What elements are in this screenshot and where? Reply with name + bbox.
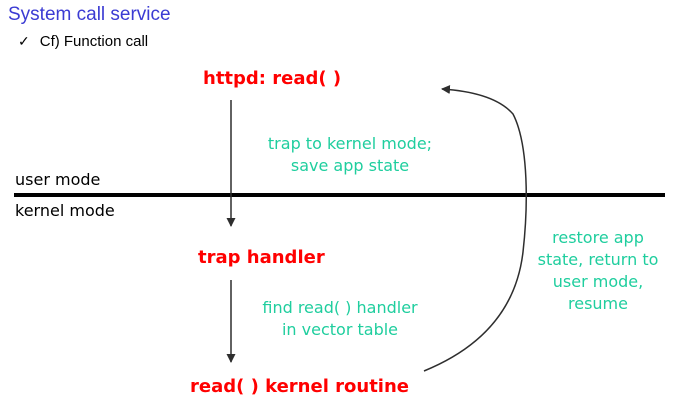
node-read-kernel-routine: read( ) kernel routine bbox=[190, 376, 409, 397]
user-mode-label: user mode bbox=[15, 170, 101, 189]
note-line: trap to kernel mode; bbox=[267, 134, 433, 153]
note-trap-to-kernel: trap to kernel mode; save app state bbox=[244, 133, 456, 177]
kernel-mode-label: kernel mode bbox=[15, 201, 115, 220]
checkmark-icon: ✓ bbox=[18, 33, 30, 49]
note-line: state, return to bbox=[537, 250, 659, 269]
bullet-item: ✓ Cf) Function call bbox=[18, 33, 148, 50]
note-restore-resume: restore app state, return to user mode, … bbox=[527, 227, 669, 315]
node-httpd-read: httpd: read( ) bbox=[203, 68, 342, 89]
note-line: find read( ) handler bbox=[262, 298, 418, 317]
note-line: in vector table bbox=[281, 320, 399, 339]
note-line: save app state bbox=[290, 156, 410, 175]
note-line: user mode, bbox=[552, 272, 644, 291]
note-line: resume bbox=[568, 294, 628, 313]
note-find-handler: find read( ) handler in vector table bbox=[234, 297, 446, 341]
node-trap-handler: trap handler bbox=[198, 247, 325, 268]
note-line: restore app bbox=[552, 228, 644, 247]
slide-title: System call service bbox=[8, 4, 171, 25]
bullet-label: Cf) Function call bbox=[39, 33, 149, 50]
mode-divider-line bbox=[14, 193, 665, 197]
